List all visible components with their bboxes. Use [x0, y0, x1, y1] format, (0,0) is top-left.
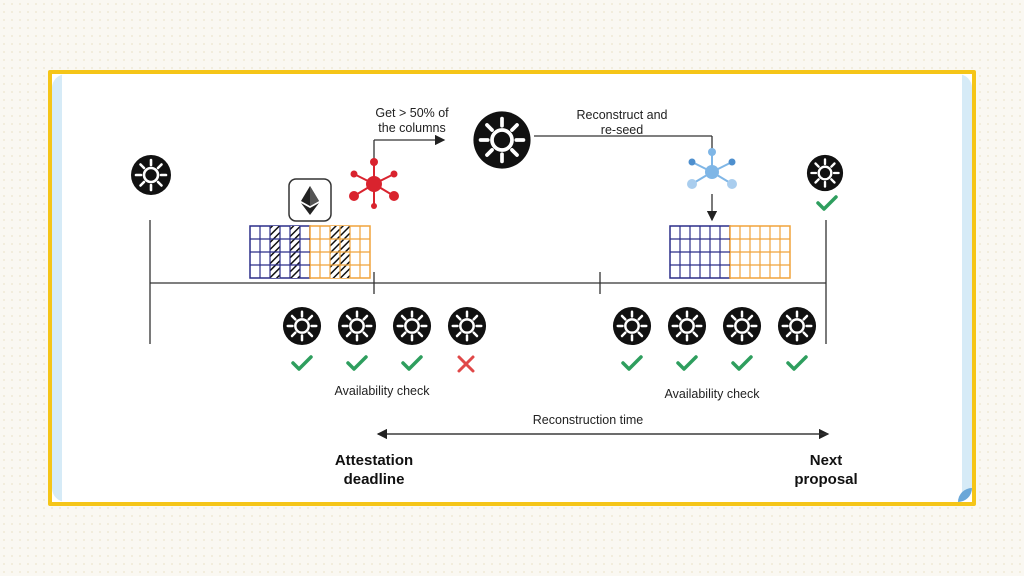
- validator-node-icon: [447, 306, 487, 351]
- cross-icon: [456, 354, 476, 379]
- left-accent-bar: [52, 74, 62, 502]
- get-columns-line1: Get > 50% of: [375, 106, 449, 120]
- validator-node-icon: [806, 154, 844, 197]
- check-icon: [731, 354, 753, 377]
- diagram-frame: Get > 50% of the columns Reconstruct and…: [48, 70, 976, 506]
- next-line2: proposal: [794, 471, 858, 488]
- attestation-line1: Attestation: [334, 452, 414, 469]
- right-accent-bar: [962, 74, 972, 502]
- availability-check-left: Availability check: [334, 384, 430, 398]
- availability-check-right: Availability check: [664, 387, 760, 401]
- check-icon: [401, 354, 423, 377]
- diagram-canvas: Get > 50% of the columns Reconstruct and…: [52, 74, 972, 502]
- partial-data-grid: [249, 225, 371, 283]
- validator-node-icon: [777, 306, 817, 351]
- check-icon: [816, 194, 838, 217]
- corner-accent: [958, 488, 972, 502]
- ethereum-logo-icon: [288, 178, 332, 227]
- get-columns-label: Get > 50% of the columns: [374, 106, 450, 136]
- get-columns-line2: the columns: [378, 121, 446, 135]
- validator-node-icon: [392, 306, 432, 351]
- attestation-line2: deadline: [343, 471, 405, 488]
- red-network-node-icon: [346, 154, 402, 217]
- validator-node-icon: [130, 154, 172, 201]
- reconstruct-line2: re-seed: [600, 123, 644, 137]
- timeline-lines: [149, 134, 830, 440]
- validator-node-icon: [282, 306, 322, 351]
- check-icon: [291, 354, 313, 377]
- validator-node-icon: [337, 306, 377, 351]
- check-icon: [346, 354, 368, 377]
- next-proposal-label: Next proposal: [774, 451, 878, 489]
- reconstruct-line1: Reconstruct and: [576, 108, 668, 122]
- validator-node-icon: [722, 306, 762, 351]
- check-icon: [786, 354, 808, 377]
- next-line1: Next: [809, 452, 843, 469]
- reconstruct-label: Reconstruct and re-seed: [570, 108, 674, 138]
- supernode-icon: [472, 110, 532, 175]
- blue-network-node-icon: [684, 146, 740, 201]
- validator-node-icon: [612, 306, 652, 351]
- check-icon: [676, 354, 698, 377]
- check-icon: [621, 354, 643, 377]
- attestation-deadline-label: Attestation deadline: [320, 451, 428, 489]
- reconstruction-time-label: Reconstruction time: [532, 413, 644, 427]
- validator-node-icon: [667, 306, 707, 351]
- reconstructed-data-grid: [669, 225, 791, 283]
